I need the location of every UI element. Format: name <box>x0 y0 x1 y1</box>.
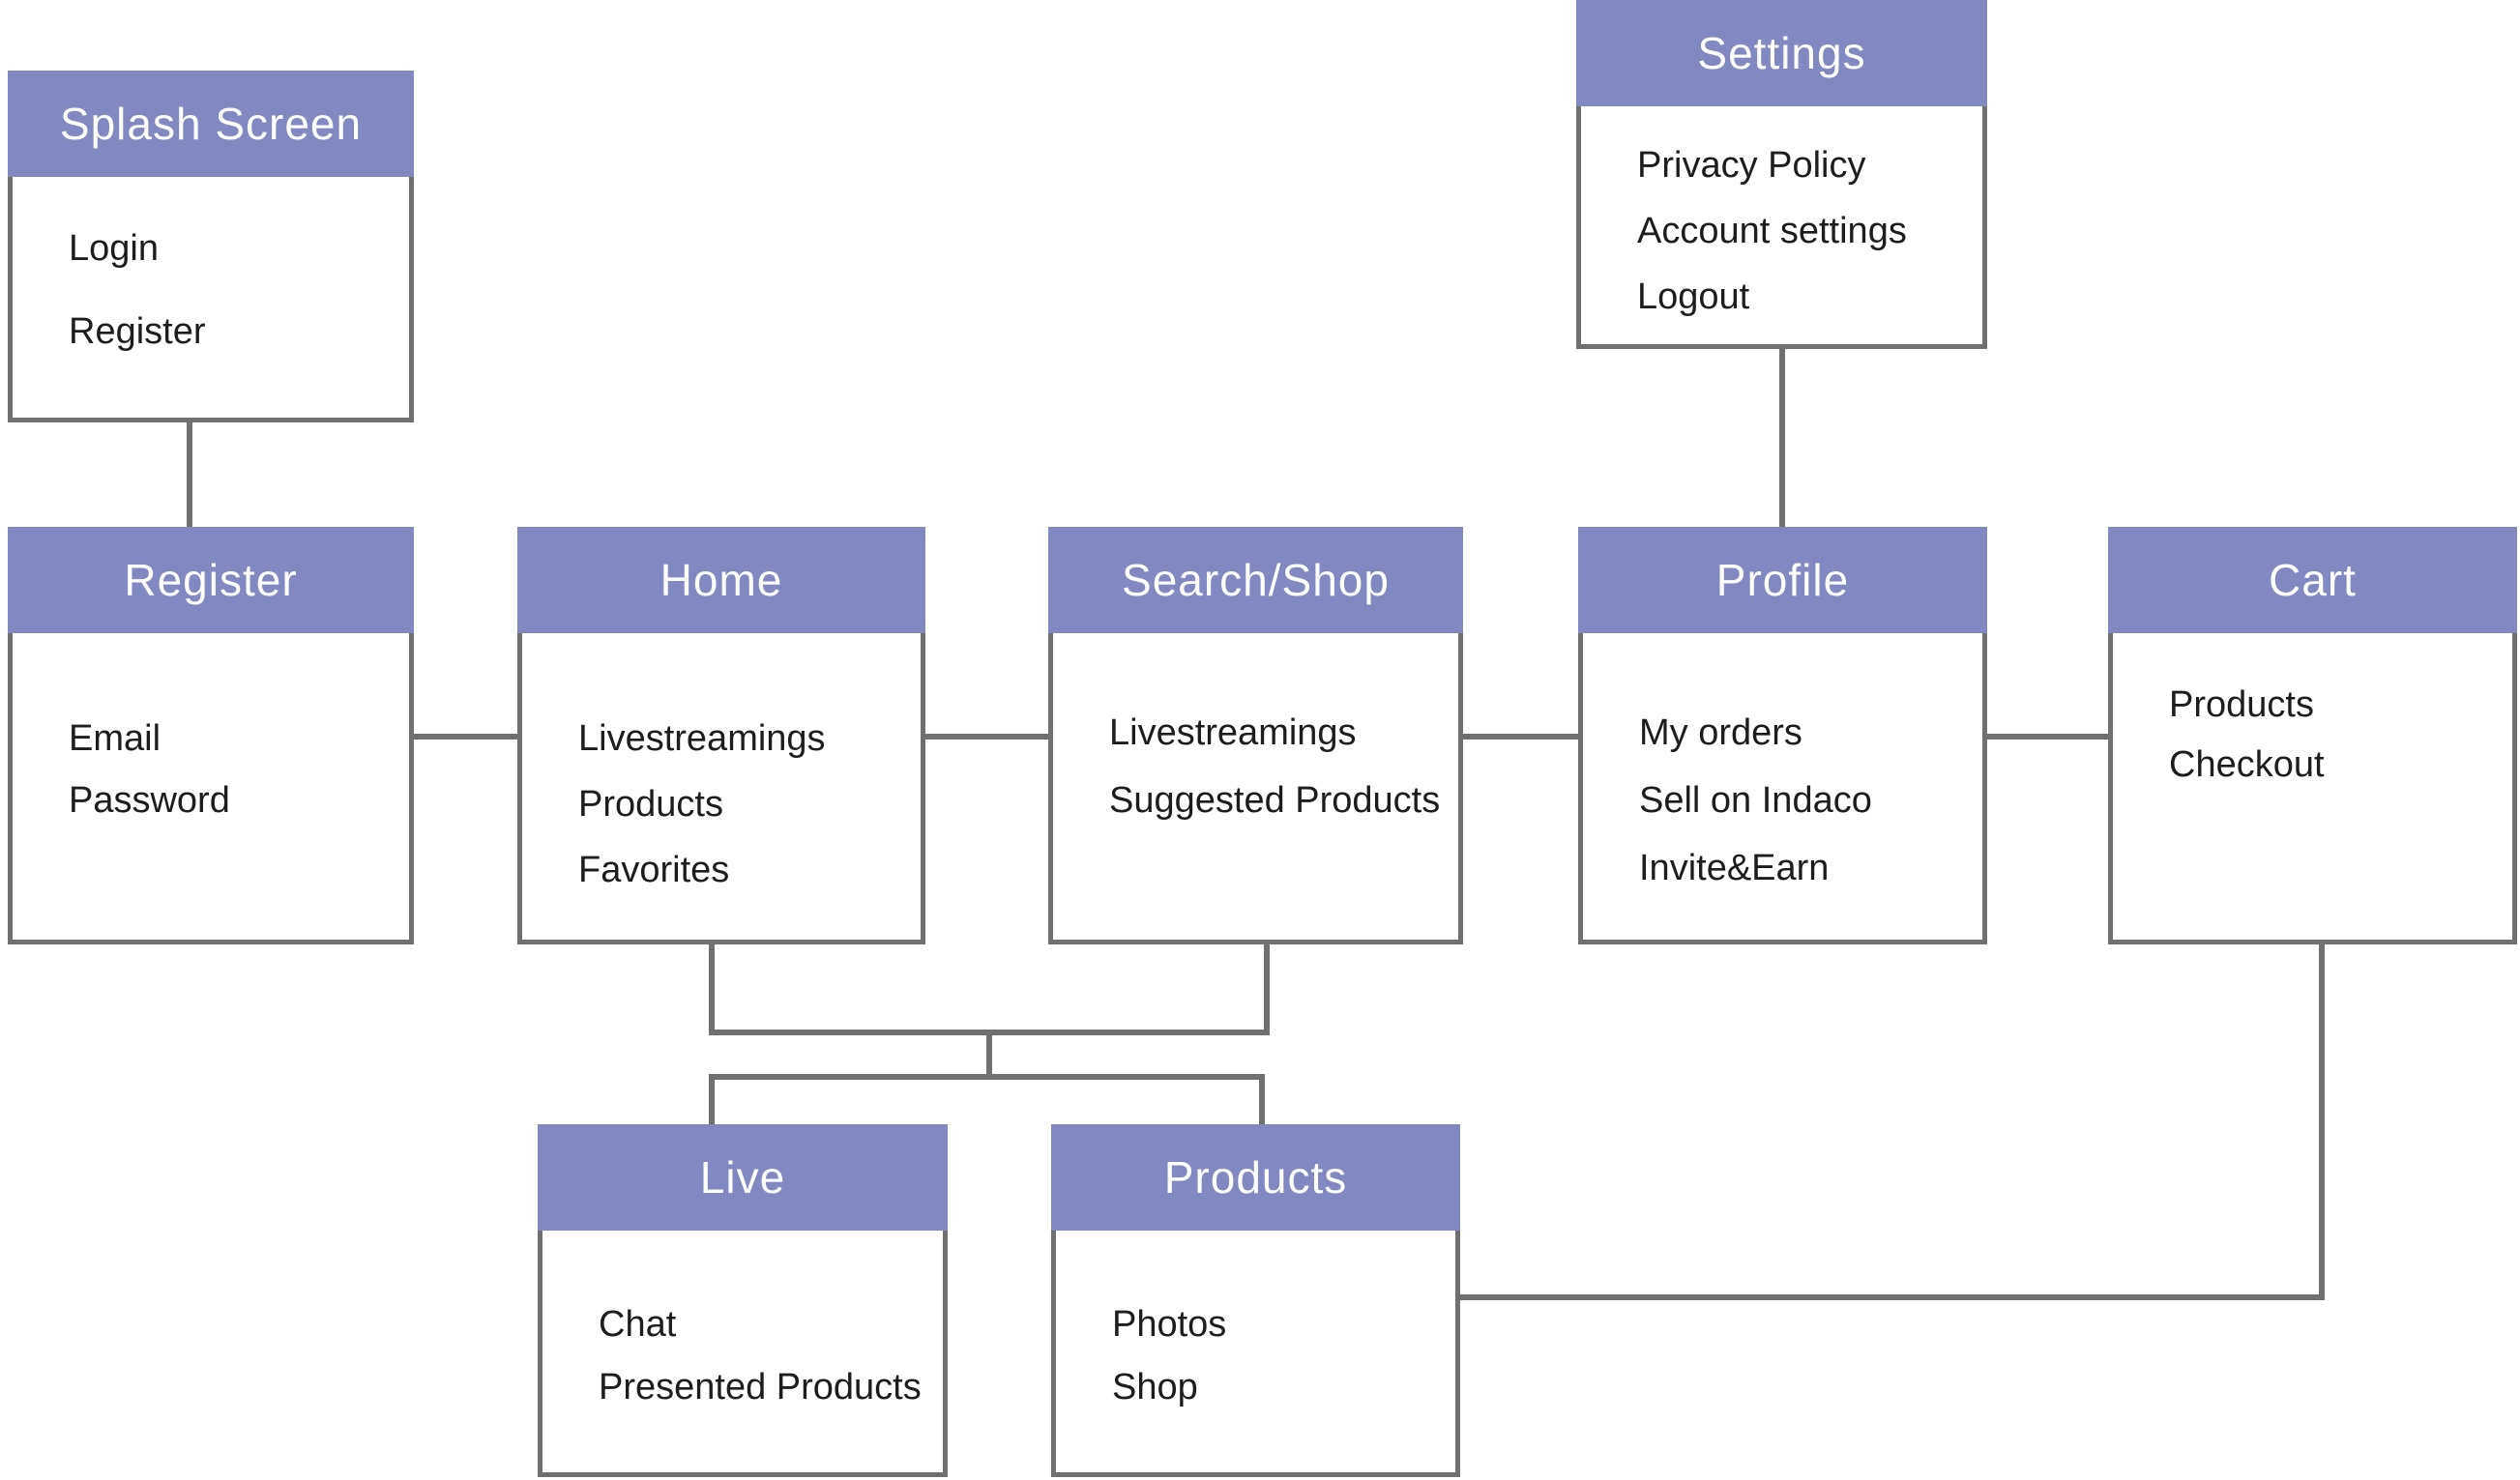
screen-item: Login <box>69 228 159 269</box>
screen-item: Chat <box>599 1304 677 1345</box>
screen-title: Register <box>124 555 298 605</box>
screen-card-header: Cart <box>2108 527 2517 633</box>
connector-search-shop-down <box>1264 944 1270 1035</box>
screen-card-header: Profile <box>1578 527 1987 633</box>
screen-card-body: My orders Sell on Indaco Invite&Earn <box>1578 633 1987 944</box>
screen-card-body: Login Register <box>8 177 414 422</box>
screen-title: Cart <box>2269 555 2357 605</box>
screen-item: Email <box>69 718 161 759</box>
screen-item: Photos <box>1112 1304 1227 1345</box>
screen-item: Checkout <box>2169 744 2325 785</box>
screen-card-products: Products Photos Shop <box>1051 1124 1460 1477</box>
screen-card-header: Search/Shop <box>1048 527 1463 633</box>
screen-title: Settings <box>1697 28 1866 78</box>
screen-card-header: Products <box>1051 1124 1460 1231</box>
screen-card-header: Home <box>517 527 925 633</box>
screen-card-live: Live Chat Presented Products <box>538 1124 948 1477</box>
screen-title: Live <box>699 1152 786 1203</box>
connector-join-horizontal-bottom <box>709 1074 1265 1080</box>
screen-card-profile: Profile My orders Sell on Indaco Invite&… <box>1578 527 1987 944</box>
screen-card-body: Products Checkout <box>2108 633 2517 944</box>
screen-card-search-shop: Search/Shop Livestreamings Suggested Pro… <box>1048 527 1463 944</box>
screen-title: Profile <box>1715 555 1850 605</box>
screen-item: Products <box>578 784 723 825</box>
screen-item: Livestreamings <box>578 718 826 759</box>
screen-title: Home <box>659 555 783 605</box>
screen-item: Invite&Earn <box>1639 848 1830 888</box>
screen-card-header: Settings <box>1576 0 1987 106</box>
screen-card-settings: Settings Privacy Policy Account settings… <box>1576 0 1987 349</box>
screen-title: Search/Shop <box>1122 555 1390 605</box>
connector-search-shop-to-profile <box>1463 734 1578 740</box>
connector-splash-to-register <box>187 422 192 527</box>
screen-item: Livestreamings <box>1109 712 1357 753</box>
screen-card-header: Register <box>8 527 414 633</box>
screen-card-splash: Splash Screen Login Register <box>8 71 414 422</box>
connector-cart-down <box>2319 944 2325 1300</box>
screen-card-body: Email Password <box>8 633 414 944</box>
screen-item: Shop <box>1112 1367 1198 1407</box>
connector-settings-to-profile <box>1779 348 1785 527</box>
screen-item: Presented Products <box>599 1367 922 1407</box>
screen-item: Privacy Policy <box>1637 145 1866 186</box>
connector-register-to-home <box>414 734 517 740</box>
screen-title: Splash Screen <box>59 99 363 149</box>
connector-cart-to-products <box>1457 1294 2325 1300</box>
screen-item: Logout <box>1637 276 1750 317</box>
screen-item: Password <box>69 780 230 821</box>
connector-to-live <box>709 1074 715 1124</box>
connector-home-down <box>709 944 715 1035</box>
screen-item: Products <box>2169 684 2314 725</box>
screen-item: Favorites <box>578 850 730 890</box>
screen-card-home: Home Livestreamings Products Favorites <box>517 527 925 944</box>
screen-card-header: Live <box>538 1124 948 1231</box>
connector-profile-to-cart <box>1987 734 2108 740</box>
screen-item: My orders <box>1639 712 1802 753</box>
screen-item: Register <box>69 311 206 352</box>
screen-item: Account settings <box>1637 211 1907 251</box>
screen-item: Suggested Products <box>1109 780 1441 821</box>
connector-home-to-search-shop <box>925 734 1048 740</box>
screen-card-body: Photos Shop <box>1051 1231 1460 1477</box>
screen-card-register: Register Email Password <box>8 527 414 944</box>
connector-join-middle-vertical <box>986 1030 992 1080</box>
screen-card-cart: Cart Products Checkout <box>2108 527 2517 944</box>
screen-title: Products <box>1163 1152 1348 1203</box>
connector-to-products <box>1259 1074 1265 1124</box>
screen-card-header: Splash Screen <box>8 71 414 177</box>
screen-card-body: Privacy Policy Account settings Logout <box>1576 106 1987 349</box>
screen-item: Sell on Indaco <box>1639 780 1872 821</box>
screen-card-body: Livestreamings Products Favorites <box>517 633 925 944</box>
screen-card-body: Chat Presented Products <box>538 1231 948 1477</box>
screen-card-body: Livestreamings Suggested Products <box>1048 633 1463 944</box>
